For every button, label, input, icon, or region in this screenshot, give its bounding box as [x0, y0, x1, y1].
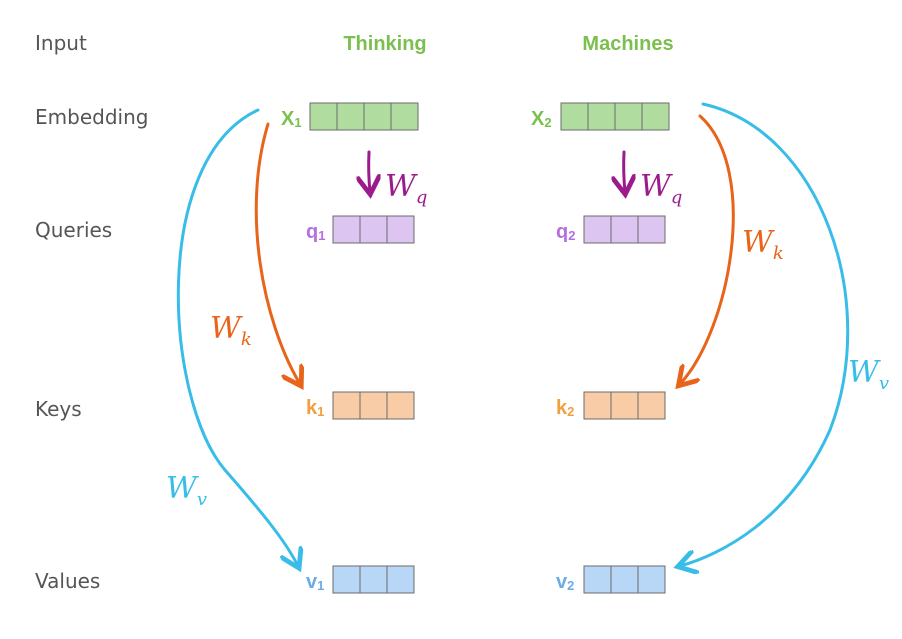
- weight-label-wv-2: Wv: [848, 355, 889, 394]
- vector-cell: [390, 102, 419, 131]
- arrow-wk-2: [680, 114, 735, 384]
- vector-cell: [359, 565, 388, 594]
- vector-label-q2: q2: [556, 221, 575, 243]
- vector-cell: [336, 102, 365, 131]
- input-word-thinking: Thinking: [343, 33, 426, 55]
- vector-cell: [637, 391, 666, 420]
- arrow-wv-2: [680, 102, 850, 566]
- vector-label-x1: X1: [281, 108, 302, 130]
- vector-cell: [610, 215, 639, 244]
- weight-label-wq-2: Wq: [640, 169, 682, 208]
- vector-cell: [359, 215, 388, 244]
- arrow-wq-1: [369, 150, 370, 192]
- vector-cell: [332, 391, 361, 420]
- vector-k1: [332, 391, 415, 420]
- vector-v2: [583, 565, 666, 594]
- vector-cell: [309, 102, 338, 131]
- vector-label-x2: X2: [531, 108, 552, 130]
- row-label-queries: Queries: [35, 218, 112, 242]
- arrow-wk-1: [254, 122, 300, 384]
- row-label-input: Input: [35, 31, 87, 55]
- vector-label-v1: v1: [306, 571, 324, 593]
- vector-cell: [363, 102, 392, 131]
- vector-label-k1: k1: [306, 397, 324, 419]
- vector-cell: [560, 102, 589, 131]
- weight-label-wk-2: Wk: [742, 225, 784, 264]
- vector-cell: [386, 215, 415, 244]
- vector-q2: [583, 215, 666, 244]
- vector-cell: [610, 565, 639, 594]
- row-label-values: Values: [35, 569, 100, 593]
- vector-cell: [386, 565, 415, 594]
- arrow-wq-2: [624, 150, 625, 192]
- row-label-keys: Keys: [35, 397, 82, 421]
- vector-cell: [583, 215, 612, 244]
- vector-label-k2: k2: [556, 397, 574, 419]
- vector-cell: [583, 391, 612, 420]
- vector-v1: [332, 565, 415, 594]
- vector-cell: [614, 102, 643, 131]
- vector-k2: [583, 391, 666, 420]
- vector-q1: [332, 215, 415, 244]
- vector-cell: [332, 215, 361, 244]
- vector-cell: [637, 565, 666, 594]
- vector-cell: [583, 565, 612, 594]
- input-word-machines: Machines: [582, 33, 673, 55]
- vector-cell: [386, 391, 415, 420]
- vector-cell: [359, 391, 388, 420]
- arrow-wv-1: [176, 108, 298, 566]
- vector-label-v2: v2: [556, 571, 574, 593]
- vector-cell: [641, 102, 670, 131]
- vector-cell: [332, 565, 361, 594]
- vector-cell: [610, 391, 639, 420]
- vector-cell: [587, 102, 616, 131]
- vector-x1: [309, 102, 419, 131]
- weight-label-wk-1: Wk: [210, 311, 252, 350]
- weight-label-wv-1: Wv: [166, 471, 207, 510]
- vector-label-q1: q1: [306, 221, 325, 243]
- weight-label-wq-1: Wq: [385, 169, 427, 208]
- vector-x2: [560, 102, 670, 131]
- vector-cell: [637, 215, 666, 244]
- row-label-embedding: Embedding: [35, 105, 148, 129]
